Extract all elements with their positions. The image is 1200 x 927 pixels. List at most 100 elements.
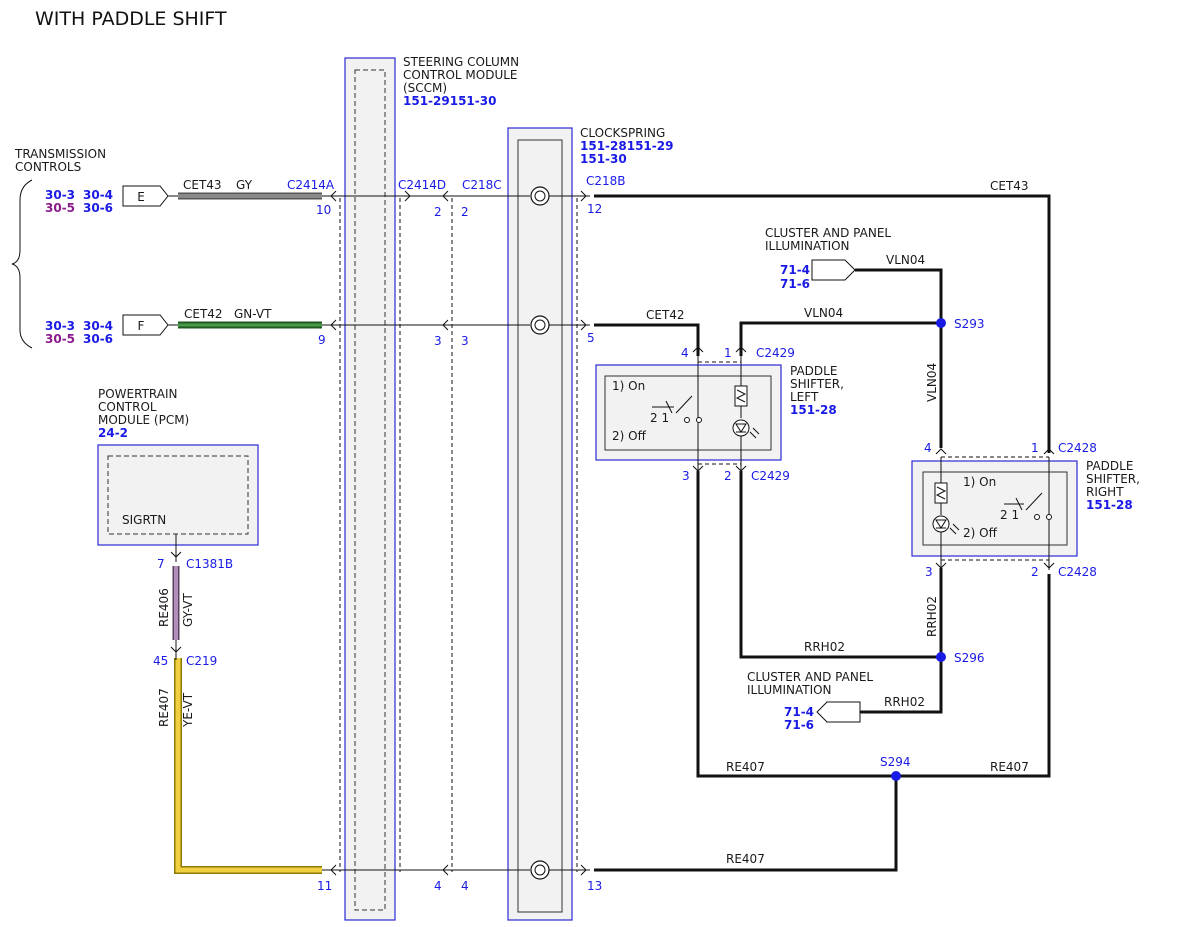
left-pin-3: 3 <box>682 469 690 483</box>
connector-c1381b-label: C1381B <box>186 557 233 571</box>
wire-rrh02-mid-label: RRH02 <box>804 640 845 654</box>
splice-s296-label: S296 <box>954 651 985 665</box>
wire-rrh02-right <box>860 568 943 714</box>
paddle-right-switch-symbol <box>1004 492 1043 511</box>
transmission-label-2: CONTROLS <box>15 160 81 174</box>
paddle-right-led <box>932 515 950 533</box>
paddle-right-label-1: PADDLE <box>1086 459 1133 473</box>
transmission-brace <box>11 179 33 349</box>
wire-re407-bottom-right <box>594 777 898 872</box>
pin-5-label: 5 <box>587 331 595 345</box>
clockspring-coil-mid-inner <box>534 319 546 331</box>
c218b-arrow-top <box>580 190 587 202</box>
wire-cet43-right <box>594 194 1051 453</box>
connector-c218b-label: C218B <box>586 174 626 188</box>
c219-arrow <box>170 646 182 653</box>
pin-13-label: 13 <box>587 879 602 893</box>
connector-f-flag <box>122 314 169 336</box>
connector-c2429-bottom: C2429 <box>751 469 790 483</box>
splice-s294-dot <box>891 771 901 781</box>
trans-ref-e-1: 30-3 <box>45 188 75 202</box>
wire-cet43-label: CET43 <box>183 178 222 192</box>
right-pin-4: 4 <box>924 441 932 455</box>
c2414a-arrow-top <box>330 190 337 202</box>
clockspring-coil-top-inner <box>534 190 546 202</box>
c2428-pin2-arrow <box>1043 562 1055 569</box>
connector-e-label: E <box>137 190 145 204</box>
sccm-ref: 151-29151-30 <box>403 94 496 108</box>
pin-3-clock: 3 <box>461 334 469 348</box>
trans-ref-e-3: 30-5 <box>45 201 75 215</box>
wire-rrh02-left <box>739 471 941 659</box>
wire-rrh02-bottom-label: RRH02 <box>884 695 925 709</box>
wire-gnvt-label: GN-VT <box>234 307 272 321</box>
paddle-right-led-symbol <box>935 519 947 529</box>
connector-e-flag <box>122 185 169 207</box>
wire-cet43-right-label: CET43 <box>990 179 1029 193</box>
wire-re407-left-loop-label: RE407 <box>726 760 765 774</box>
paddle-left-ref: 151-28 <box>790 403 837 417</box>
splice-s293-label: S293 <box>954 317 985 331</box>
clockspring-ref-1: 151-28151-29 <box>580 139 673 153</box>
paddle-right-ref: 151-28 <box>1086 498 1133 512</box>
paddle-left-resistor-zigzag <box>735 389 747 403</box>
trans-ref-f-3: 30-5 <box>45 332 75 346</box>
c218b-arrow-bottom <box>580 864 587 876</box>
wire-re407-left-label: RE407 <box>157 688 171 727</box>
pin-2-sccm: 2 <box>434 205 442 219</box>
right-pin-3: 3 <box>925 565 933 579</box>
paddle-right-label-2: SHIFTER, <box>1086 472 1140 486</box>
c218c-arrow-mid <box>442 319 449 331</box>
cluster-top-ref-1: 71-4 <box>780 263 810 277</box>
paddle-left-off: 2) Off <box>612 429 647 443</box>
transmission-label-1: TRANSMISSION <box>14 147 106 161</box>
cluster-bottom-label-2: ILLUMINATION <box>747 683 832 697</box>
cluster-top-label-2: ILLUMINATION <box>765 239 850 253</box>
paddle-left-label-2: SHIFTER, <box>790 377 844 391</box>
pcm-inner-box <box>107 455 249 535</box>
pin-45-label: 45 <box>153 654 168 668</box>
paddle-right-resistor-zigzag <box>935 486 947 500</box>
left-pin-2: 2 <box>724 469 732 483</box>
paddle-left-contact-b <box>696 417 702 423</box>
connector-c2428-top: C2428 <box>1058 441 1097 455</box>
right-pin-2: 2 <box>1031 565 1039 579</box>
trans-ref-f-1: 30-3 <box>45 319 75 333</box>
c218b-arrow-mid <box>580 319 587 331</box>
paddle-right-contacts: 2 1 <box>1000 508 1019 522</box>
wire-re407-right-loop-label: RE407 <box>990 760 1029 774</box>
clockspring-ref-2: 151-30 <box>580 152 627 166</box>
paddle-right-on: 1) On <box>963 475 996 489</box>
wire-cet42-right <box>594 323 700 356</box>
paddle-left-led-rays <box>749 427 760 439</box>
paddle-right-off: 2) Off <box>963 526 998 540</box>
connector-c219-label: C219 <box>186 654 217 668</box>
wire-vln04-top-label: VLN04 <box>886 253 925 267</box>
paddle-left-led-symbol <box>735 423 747 433</box>
wire-gyvt-label: GY-VT <box>181 593 195 627</box>
c218c-arrow-top <box>442 190 449 202</box>
pin-9-label: 9 <box>318 333 326 347</box>
pin-11-label: 11 <box>317 879 332 893</box>
c2414a-arrow-bottom <box>330 864 337 876</box>
wire-vln04-to-left <box>739 321 941 356</box>
wire-re407-bottom-label: RE407 <box>726 852 765 866</box>
connector-f-label: F <box>138 319 145 333</box>
clockspring-coil-mid <box>530 315 550 335</box>
wire-vln04-vertical-label: VLN04 <box>925 363 939 402</box>
left-pin-4: 4 <box>681 346 689 360</box>
paddle-left-on: 1) On <box>612 379 645 393</box>
wire-cet42-label: CET42 <box>184 307 223 321</box>
paddle-left-led <box>732 419 750 437</box>
clockspring-inner-box <box>517 139 563 913</box>
cluster-bottom-label-1: CLUSTER AND PANEL <box>747 670 873 684</box>
wire-gy-label: GY <box>236 178 253 192</box>
paddle-left-contact-a <box>684 417 690 423</box>
wire-cet42-right-label: CET42 <box>646 308 685 322</box>
pin-3-sccm: 3 <box>434 334 442 348</box>
paddle-left-contacts: 2 1 <box>650 411 669 425</box>
pin-4-clock: 4 <box>461 879 469 893</box>
pin-7-label: 7 <box>157 557 165 571</box>
wire-re407-yellow-outer <box>174 658 322 874</box>
